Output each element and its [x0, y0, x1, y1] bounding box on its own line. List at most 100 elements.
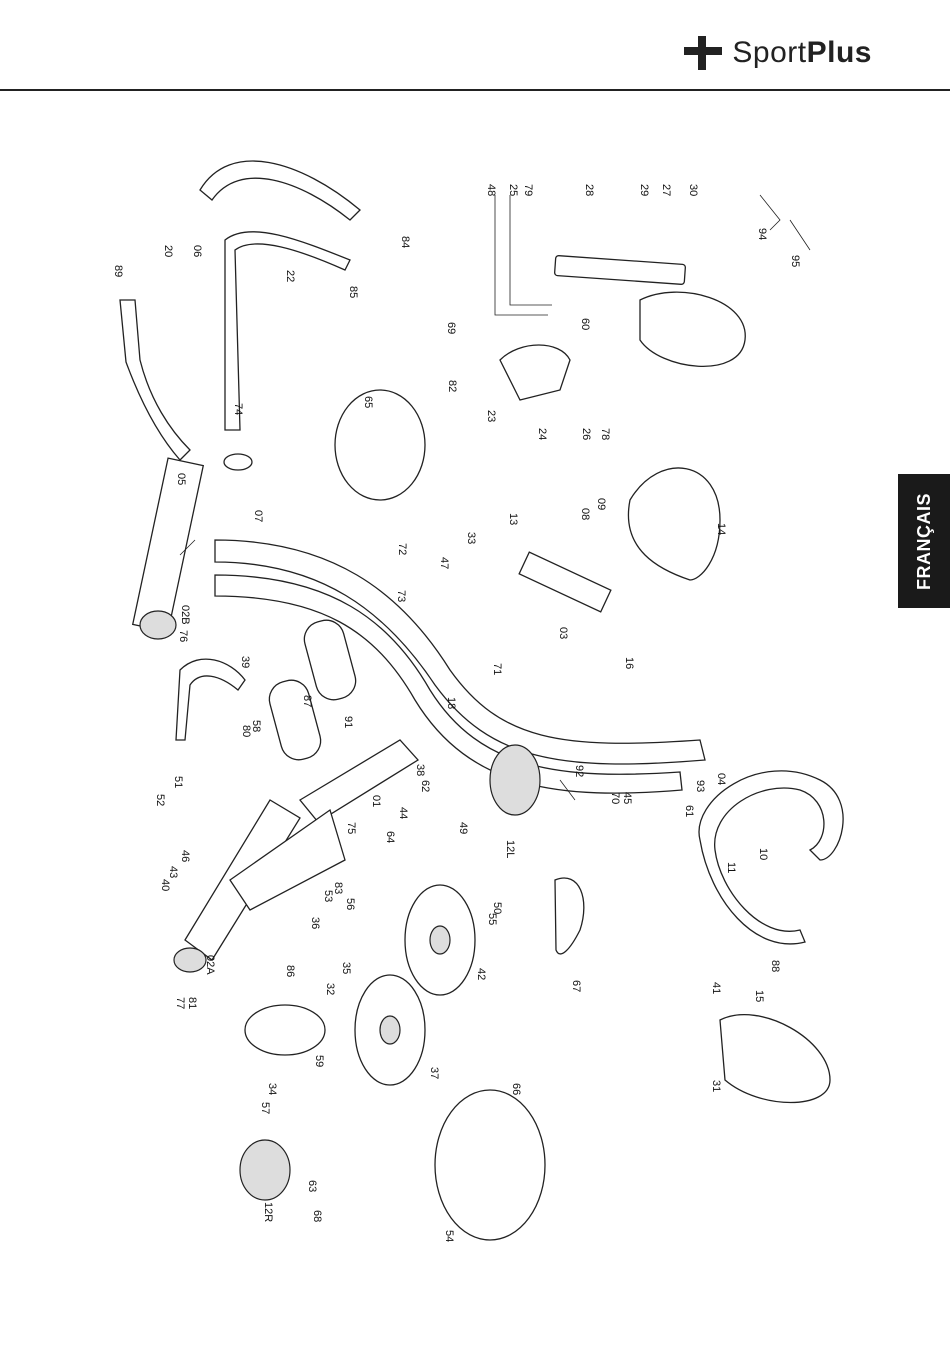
part-label-37: 37	[428, 1067, 440, 1079]
language-tab: FRANÇAIS	[898, 474, 950, 608]
part-label-39: 39	[239, 656, 251, 668]
seat	[627, 291, 746, 581]
part-label-25: 25	[507, 184, 519, 196]
part-label-45: 45	[621, 792, 633, 804]
part-label-26: 26	[580, 428, 592, 440]
part-label-13: 13	[507, 513, 519, 525]
part-label-47: 47	[438, 557, 450, 569]
part-label-59: 59	[313, 1055, 325, 1067]
part-label-15: 15	[753, 990, 765, 1002]
flywheels	[244, 389, 546, 1241]
part-label-60: 60	[579, 318, 591, 330]
part-label-14: 14	[715, 523, 727, 535]
belts	[268, 619, 357, 761]
brand-name-light: Sport	[732, 36, 807, 69]
part-label-50: 50	[491, 902, 503, 914]
part-label-81: 81	[186, 997, 198, 1009]
part-labels: 01 02A 02B 03 04 05 06 07 08 09 10 11 12…	[112, 184, 801, 1242]
part-label-44: 44	[397, 807, 409, 819]
part-label-76: 76	[177, 630, 189, 642]
part-label-78: 78	[599, 428, 611, 440]
part-label-61: 61	[683, 805, 695, 817]
part-label-49: 49	[457, 822, 469, 834]
part-label-01: 01	[370, 795, 382, 807]
part-label-02B: 02B	[179, 605, 191, 625]
part-label-55: 55	[486, 913, 498, 925]
part-label-30: 30	[687, 184, 699, 196]
part-label-93: 93	[694, 780, 706, 792]
part-label-12L: 12L	[504, 840, 516, 858]
part-label-64: 64	[384, 831, 396, 843]
part-label-69: 69	[445, 322, 457, 334]
part-label-36: 36	[309, 917, 321, 929]
part-label-84: 84	[399, 236, 411, 248]
part-label-63: 63	[306, 1180, 318, 1192]
part-label-35: 35	[340, 962, 352, 974]
part-label-92: 92	[573, 765, 585, 777]
part-label-06: 06	[191, 245, 203, 257]
part-label-51: 51	[172, 776, 184, 788]
plus-logo-icon	[684, 36, 723, 70]
part-label-46: 46	[179, 850, 191, 862]
part-label-07: 07	[252, 510, 264, 522]
part-label-95: 95	[789, 255, 801, 267]
part-label-09: 09	[595, 498, 607, 510]
part-label-58: 58	[250, 720, 262, 732]
part-label-40: 40	[159, 879, 171, 891]
brand-name-bold: Plus	[806, 36, 872, 69]
header-rule	[0, 89, 950, 91]
part-label-77: 77	[174, 997, 186, 1009]
part-label-54: 54	[443, 1230, 455, 1242]
part-label-71: 71	[491, 663, 503, 675]
part-label-23: 23	[485, 410, 497, 422]
part-label-72: 72	[396, 543, 408, 555]
part-label-85: 85	[347, 286, 359, 298]
part-label-67: 67	[570, 980, 582, 992]
part-label-20: 20	[162, 245, 174, 257]
part-label-43: 43	[167, 866, 179, 878]
part-label-62: 62	[419, 780, 431, 792]
pedals	[239, 744, 541, 1201]
part-label-68: 68	[311, 1210, 323, 1222]
part-label-05: 05	[175, 473, 187, 485]
leader-lines	[179, 195, 576, 801]
part-label-38: 38	[414, 764, 426, 776]
part-label-16: 16	[623, 657, 635, 669]
part-label-33: 33	[465, 532, 477, 544]
part-label-02A: 02A	[204, 955, 216, 975]
language-tab-label: FRANÇAIS	[913, 492, 934, 590]
part-label-28: 28	[583, 184, 595, 196]
part-label-12R: 12R	[262, 1202, 274, 1222]
part-label-04: 04	[715, 773, 727, 785]
part-label-10: 10	[757, 848, 769, 860]
part-label-82: 82	[446, 380, 458, 392]
part-label-65: 65	[362, 396, 374, 408]
brand-logo: SportPlus	[684, 36, 872, 70]
main-frame	[214, 539, 706, 794]
part-label-53: 53	[322, 890, 334, 902]
part-label-22: 22	[284, 270, 296, 282]
part-label-57: 57	[259, 1102, 271, 1114]
part-label-03: 03	[557, 627, 569, 639]
part-label-74: 74	[232, 403, 244, 415]
part-label-29: 29	[638, 184, 650, 196]
part-label-41: 41	[710, 982, 722, 994]
brand-name: SportPlus	[732, 36, 872, 70]
part-label-79: 79	[522, 184, 534, 196]
part-label-34: 34	[266, 1083, 278, 1095]
handlebars	[119, 160, 361, 461]
part-label-88: 88	[769, 960, 781, 972]
part-label-73: 73	[395, 590, 407, 602]
part-label-80: 80	[240, 725, 252, 737]
part-label-24: 24	[536, 428, 548, 440]
part-label-94: 94	[756, 228, 768, 240]
part-label-70: 70	[609, 792, 621, 804]
part-label-87: 87	[301, 695, 313, 707]
part-label-86: 86	[284, 965, 296, 977]
front-tube	[131, 453, 253, 640]
rear-upright	[173, 739, 420, 973]
part-label-83: 83	[332, 882, 344, 894]
part-label-48: 48	[485, 184, 497, 196]
part-label-27: 27	[660, 184, 672, 196]
part-label-08: 08	[579, 508, 591, 520]
